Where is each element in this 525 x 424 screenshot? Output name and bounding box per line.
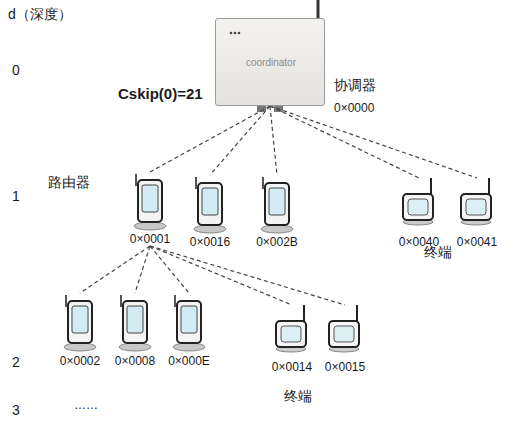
router-node: 0×0008 — [110, 293, 160, 368]
router-node: 0×0016 — [185, 175, 235, 249]
router-icon — [119, 295, 151, 351]
wireless-link — [150, 246, 189, 293]
role-label: 终端 — [424, 244, 452, 262]
node-address: 0×000E — [154, 354, 224, 368]
terminal-node: 0×0040 — [394, 178, 444, 249]
role-label: 路由器 — [48, 174, 90, 192]
router-node: 0×002B — [252, 175, 302, 249]
router-icon — [194, 177, 226, 233]
router-icon — [173, 295, 205, 351]
axis-title: d（深度） — [8, 6, 72, 24]
node-address: 0×0015 — [310, 360, 380, 374]
node-address: 0×0016 — [175, 235, 245, 249]
wireless-link — [135, 246, 150, 293]
wireless-link — [210, 106, 270, 175]
wireless-link — [150, 106, 270, 172]
wireless-link — [270, 106, 419, 178]
terminal-icon — [461, 178, 491, 225]
terminal-icon — [276, 305, 306, 352]
wireless-link — [270, 106, 477, 178]
router-node: 0×0002 — [55, 293, 105, 368]
node-address: 0×0000 — [334, 101, 374, 115]
terminal-node: 0×0014 — [267, 305, 317, 374]
router-icon — [134, 174, 166, 230]
wireless-link — [150, 246, 345, 305]
wireless-link — [80, 246, 150, 293]
role-label: 协调器 — [334, 77, 376, 95]
router-node: 0×0001 — [125, 172, 175, 246]
device-label: coordinator — [216, 57, 326, 68]
node-address: 0×0041 — [442, 235, 512, 249]
coordinator-connector — [257, 105, 266, 112]
wireless-link — [270, 106, 277, 175]
router-icon — [261, 177, 293, 233]
depth-number: 2 — [12, 354, 20, 370]
depth-number: 3 — [12, 402, 20, 418]
node-address: 0×0014 — [257, 360, 327, 374]
ellipsis-note: …… — [74, 398, 98, 412]
terminal-node: 0×0041 — [452, 178, 502, 249]
terminal-node: 0×0015 — [320, 305, 370, 374]
terminal-icon — [403, 178, 433, 225]
role-label: 终端 — [284, 388, 312, 406]
coordinator-box: coordinator协调器0×0000 — [215, 18, 325, 106]
node-address: 0×0002 — [45, 354, 115, 368]
wireless-link — [150, 246, 292, 305]
node-address: 0×002B — [242, 235, 312, 249]
cskip-value: Cskip(0)=21 — [118, 85, 203, 102]
node-address: 0×0001 — [115, 232, 185, 246]
depth-number: 0 — [12, 62, 20, 78]
terminal-icon — [329, 305, 359, 352]
depth-number: 1 — [12, 188, 20, 204]
coordinator-antenna — [317, 0, 320, 19]
coordinator-connector — [274, 105, 283, 112]
router-icon — [64, 295, 96, 351]
node-address: 0×0008 — [100, 354, 170, 368]
router-node: 0×000E — [164, 293, 214, 368]
